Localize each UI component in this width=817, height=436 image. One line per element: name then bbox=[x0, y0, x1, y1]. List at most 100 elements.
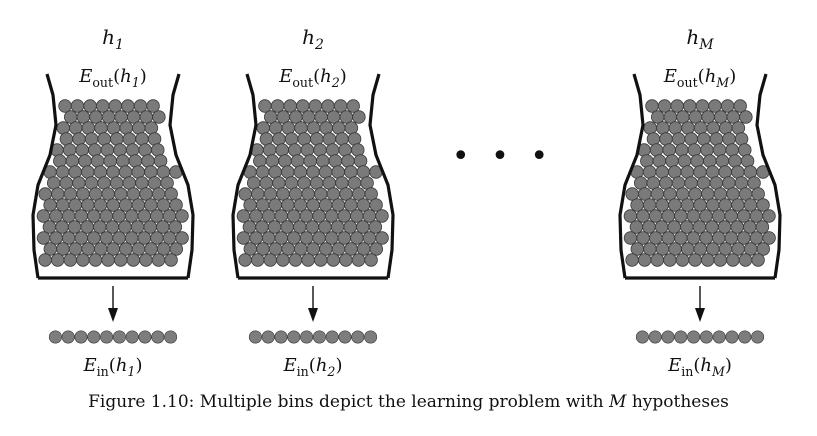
marble bbox=[369, 242, 384, 256]
marble bbox=[135, 132, 149, 146]
sample-marble bbox=[287, 330, 301, 344]
bin-left-wall bbox=[618, 73, 645, 279]
marble bbox=[330, 220, 345, 234]
caption-m: M bbox=[609, 392, 627, 412]
marble bbox=[303, 154, 317, 168]
sample-marble bbox=[261, 330, 275, 344]
marble bbox=[293, 198, 308, 212]
marble bbox=[739, 110, 753, 124]
marble bbox=[726, 253, 740, 267]
marble bbox=[42, 220, 57, 234]
hyp-label: h1 bbox=[102, 25, 124, 53]
marble bbox=[341, 154, 355, 168]
bin-left-wall bbox=[31, 73, 58, 279]
marble bbox=[99, 209, 114, 223]
marble bbox=[156, 220, 170, 234]
marble bbox=[72, 132, 86, 146]
marble bbox=[43, 198, 57, 212]
marble bbox=[152, 110, 166, 124]
marble bbox=[686, 209, 701, 223]
marble bbox=[95, 99, 110, 113]
marble bbox=[168, 220, 183, 234]
marble bbox=[281, 198, 295, 212]
marble bbox=[300, 143, 315, 157]
marble bbox=[144, 121, 159, 135]
marble bbox=[332, 121, 346, 135]
bin-right-wall bbox=[368, 73, 395, 279]
marble bbox=[688, 253, 702, 267]
marble bbox=[38, 253, 52, 267]
marble bbox=[671, 132, 686, 146]
sample-marbles bbox=[48, 330, 178, 344]
marble bbox=[335, 132, 349, 146]
marble bbox=[347, 132, 362, 146]
marble bbox=[325, 231, 339, 245]
marble bbox=[132, 121, 146, 135]
ellipsis-dots: • • • bbox=[452, 139, 554, 174]
marble bbox=[659, 132, 673, 146]
marble bbox=[105, 220, 120, 234]
marble bbox=[312, 209, 326, 223]
marble bbox=[99, 231, 114, 245]
marble bbox=[674, 231, 688, 245]
marble bbox=[686, 231, 701, 245]
sample-marble bbox=[74, 330, 88, 344]
marble bbox=[150, 231, 164, 245]
sample-marble bbox=[712, 330, 726, 344]
marble bbox=[623, 231, 638, 245]
marble bbox=[299, 231, 314, 245]
marble bbox=[141, 154, 155, 168]
marble bbox=[643, 121, 657, 135]
marble bbox=[731, 121, 746, 135]
marble bbox=[153, 154, 168, 168]
marble bbox=[124, 209, 139, 223]
marble bbox=[297, 132, 311, 146]
marble bbox=[697, 132, 711, 146]
marble bbox=[175, 231, 189, 245]
hyp-label: hM bbox=[686, 25, 714, 53]
marble bbox=[242, 220, 257, 234]
marble bbox=[654, 220, 669, 234]
bin-marbles bbox=[36, 99, 189, 267]
marble bbox=[94, 121, 108, 135]
marble bbox=[751, 187, 765, 201]
marble bbox=[261, 209, 276, 223]
marble bbox=[630, 198, 644, 212]
marble bbox=[638, 253, 652, 267]
sample-marble bbox=[138, 330, 152, 344]
marble bbox=[151, 143, 165, 157]
marble bbox=[283, 99, 297, 113]
marble bbox=[251, 253, 265, 267]
marble bbox=[314, 253, 328, 267]
marble bbox=[75, 143, 89, 157]
marble bbox=[661, 209, 675, 223]
marble bbox=[701, 253, 715, 267]
marble bbox=[677, 154, 692, 168]
marble bbox=[249, 209, 263, 223]
marble bbox=[713, 253, 728, 267]
marble bbox=[143, 220, 157, 234]
marble bbox=[56, 121, 70, 135]
marble bbox=[667, 220, 681, 234]
marble bbox=[151, 253, 166, 267]
marble bbox=[756, 242, 771, 256]
hyp-label: h2 bbox=[302, 25, 324, 53]
marble bbox=[49, 209, 63, 223]
marble bbox=[175, 209, 189, 223]
sample-marble bbox=[164, 330, 178, 344]
marble bbox=[350, 209, 364, 223]
marble bbox=[70, 99, 85, 113]
marble bbox=[762, 231, 776, 245]
marble bbox=[147, 132, 162, 146]
marble bbox=[80, 220, 94, 234]
marble bbox=[738, 253, 753, 267]
marble bbox=[674, 209, 688, 223]
marble bbox=[668, 121, 683, 135]
marble bbox=[236, 209, 251, 223]
marble bbox=[670, 99, 684, 113]
eout-label: Eout(hM) bbox=[663, 66, 736, 90]
ein-label: Ein(h1) bbox=[83, 355, 143, 379]
marble bbox=[362, 209, 377, 223]
marble bbox=[169, 198, 183, 212]
marble bbox=[262, 231, 276, 245]
